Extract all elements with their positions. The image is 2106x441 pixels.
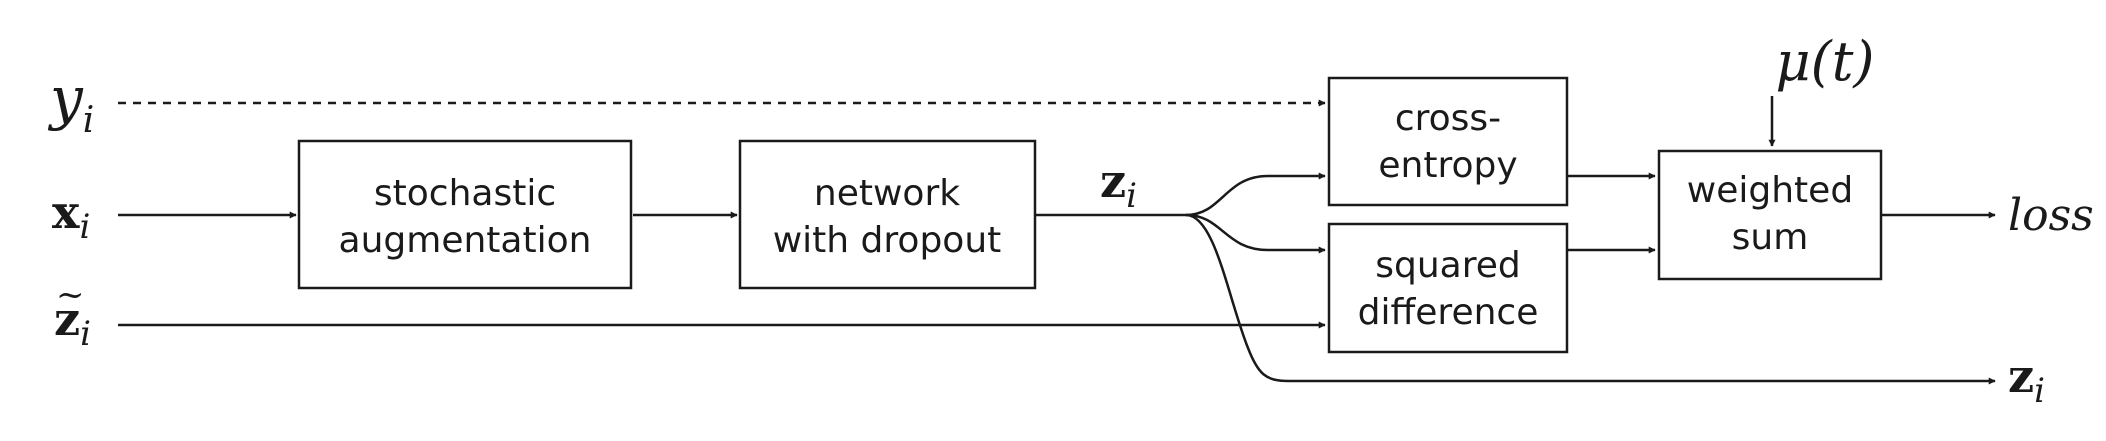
- block-network-line2: with dropout: [773, 220, 1002, 261]
- block-network-line1: network: [814, 173, 960, 214]
- label-z-i-network-output: zi: [1100, 154, 1137, 216]
- block-weighted-sum-line2: sum: [1732, 217, 1809, 258]
- block-augmentation-line2: augmentation: [339, 220, 592, 261]
- block-cross-entropy-line1: cross-: [1395, 98, 1501, 139]
- block-cross-entropy: cross- entropy: [1327, 76, 1569, 207]
- tilde-accent: ~: [56, 275, 85, 315]
- edge-z-to-squared-difference: [1185, 213, 1326, 254]
- block-network-with-dropout: network with dropout: [738, 139, 1037, 290]
- label-mu-t: μ(t): [1776, 30, 1875, 93]
- block-squared-difference-line1: squared: [1375, 245, 1521, 286]
- block-stochastic-augmentation: stochastic augmentation: [297, 139, 633, 290]
- edge-z-to-cross-entropy: [1185, 172, 1326, 217]
- block-augmentation-line1: stochastic: [374, 173, 556, 214]
- block-weighted-sum: weighted sum: [1657, 149, 1883, 281]
- label-z-i-output: zi: [2008, 349, 2045, 411]
- block-weighted-sum-line1: weighted: [1687, 170, 1853, 211]
- block-cross-entropy-line2: entropy: [1378, 145, 1517, 186]
- label-loss: loss: [2008, 190, 2094, 241]
- block-squared-difference-line2: difference: [1358, 292, 1539, 333]
- svg-text:zi: zi: [54, 292, 91, 354]
- label-x-i: xi: [52, 185, 90, 247]
- label-y-i: yi: [47, 64, 94, 141]
- label-z-tilde-i: zi ~: [54, 275, 91, 354]
- edge-z-to-output: [1185, 213, 1996, 385]
- block-squared-difference: squared difference: [1327, 222, 1569, 354]
